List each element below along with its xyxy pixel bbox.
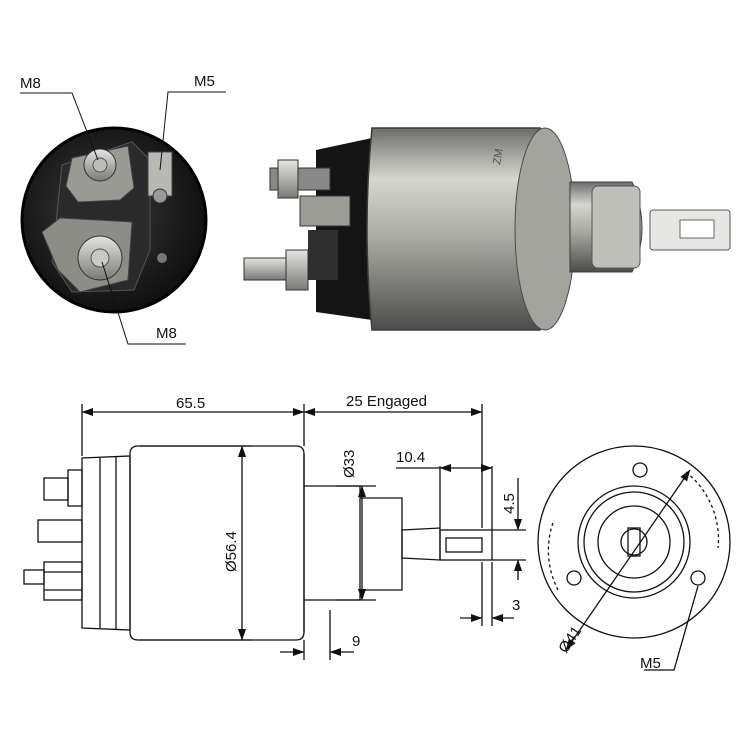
dim-tab-width: 4.5 bbox=[501, 493, 518, 514]
side-view-drawing bbox=[23, 404, 526, 660]
dim-body-length: 65.5 bbox=[176, 395, 205, 412]
label-m5-photo: M5 bbox=[194, 73, 215, 90]
end-view-photo: M8 M5 M8 bbox=[20, 73, 226, 345]
dim-tab-thickness: 3 bbox=[512, 597, 520, 614]
dim-nose-diameter: Ø33 bbox=[341, 450, 358, 478]
front-view-drawing bbox=[537, 445, 731, 671]
svg-text:ZM: ZM bbox=[491, 148, 506, 166]
label-m8-bottom: M8 bbox=[156, 325, 177, 342]
side-view-photo: ZM bbox=[243, 127, 731, 331]
tab-slot bbox=[445, 537, 483, 553]
dim-tab-length: 10.4 bbox=[396, 449, 425, 466]
label-m8-top: M8 bbox=[20, 75, 41, 92]
dim-flange-offset: 9 bbox=[352, 633, 360, 650]
dim-body-diameter: Ø56.4 bbox=[223, 531, 240, 572]
label-m5-mount: M5 bbox=[640, 655, 661, 672]
dim-stroke-engaged: 25 Engaged bbox=[346, 393, 427, 410]
